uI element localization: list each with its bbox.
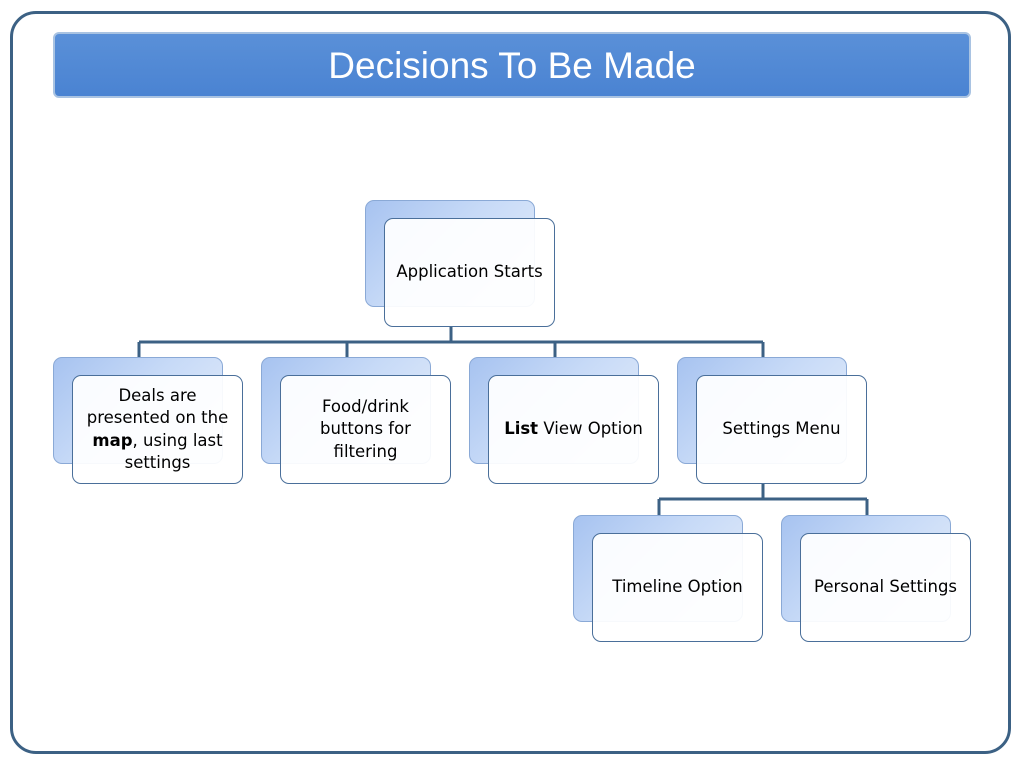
node-front-shape: Deals are presented on the map, using la… — [72, 375, 243, 484]
title-bar: Decisions To Be Made — [53, 32, 971, 98]
node-label: Food/drink buttons for filtering — [320, 397, 411, 461]
emphasis-list: List — [504, 419, 539, 439]
node-front-shape: List View Option — [488, 375, 659, 484]
slide-title: Decisions To Be Made — [328, 44, 696, 86]
node-front-shape: Food/drink buttons for filtering — [280, 375, 451, 484]
node-front-shape: Personal Settings — [800, 533, 971, 642]
node-front-shape: Settings Menu — [696, 375, 867, 484]
node-label: Timeline Option — [612, 577, 743, 597]
node-label: Settings Menu — [722, 419, 841, 439]
node-label: Deals are presented on the map, using la… — [86, 385, 229, 472]
node-front-shape: Timeline Option — [592, 533, 763, 642]
node-label: Application Starts — [396, 262, 543, 282]
node-label: Personal Settings — [813, 577, 958, 597]
node-front-shape: Application Starts — [384, 218, 555, 327]
emphasis-map: map — [92, 430, 133, 450]
node-label: List View Option — [504, 419, 643, 439]
